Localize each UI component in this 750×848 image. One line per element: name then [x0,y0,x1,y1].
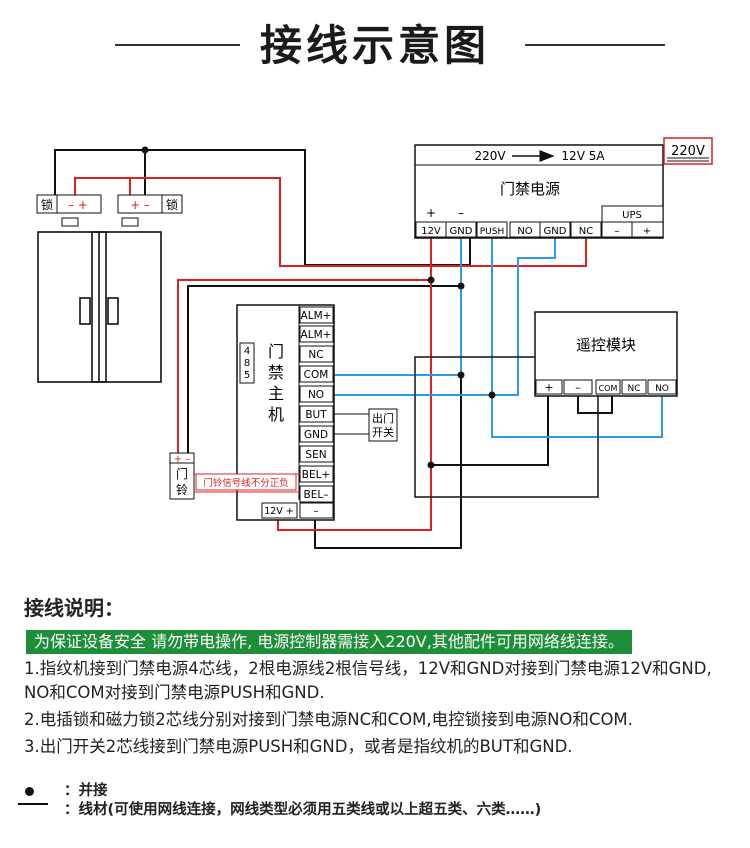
wiring-diagram: 锁 – + + – 锁 220V 12V 5A 门禁电源 + – UPS 12V [36,137,713,549]
svg-text:门: 门 [268,342,284,361]
double-door [37,231,162,383]
svg-text:220V: 220V [671,144,705,159]
svg-text:机: 机 [268,405,284,424]
svg-text:–: – [615,226,620,237]
wire-com-loop [577,395,613,414]
svg-text:禁: 禁 [268,363,284,382]
title-rule-left [115,44,240,46]
section-title: 接线说明： [24,596,124,620]
svg-text:–: – [314,506,319,517]
svg-text:BUT: BUT [305,409,327,421]
wire-line-icon [18,803,48,805]
svg-text:锁: 锁 [166,197,178,212]
wire-controller-gnd [187,285,461,455]
controller-terminals: ALM+ ALM+ NC COM NO BUT GND SEN BEL+ BEL… [299,306,334,503]
svg-text:主: 主 [268,384,284,403]
svg-text:锁: 锁 [41,197,53,212]
svg-text:–: – [575,381,581,394]
wire-push-blue [330,236,462,376]
svg-text:12V +: 12V + [264,506,294,517]
svg-text:+: + [544,381,553,394]
legend-parallel: ：并接 [64,783,108,799]
parallel-dot-icon [25,787,34,796]
remote-module: 遥控模块 + – COM NC NO [534,311,678,397]
svg-text:12V 5A: 12V 5A [561,149,605,163]
svg-text:COM: COM [599,384,618,393]
svg-text:出门: 出门 [372,411,394,425]
svg-text:+: + [426,206,436,220]
svg-text:4: 4 [244,346,250,357]
svg-text:+: + [643,226,651,237]
svg-text:遥控模块: 遥控模块 [576,336,636,354]
note-1b: NO和COM对接到门禁电源PUSH和GND. [24,683,325,702]
power-supply-name: 门禁电源 [500,180,560,198]
red-wires [74,177,587,531]
svg-text:NC: NC [579,226,593,237]
note-3: 3.出门开关2芯线接到门禁电源PUSH和GND，或者是指纹机的BUT和GND. [24,737,573,756]
svg-text:–: – [458,206,464,220]
svg-text:ALM+: ALM+ [301,310,332,322]
relay-box [414,356,599,498]
title-rule-right [525,44,665,46]
junction-dots [141,146,496,469]
svg-text:COM: COM [304,369,329,381]
page-title: 接线示意图 [259,21,490,70]
svg-text:NC: NC [308,349,323,361]
wire-push-blue2 [491,236,663,438]
svg-text:5: 5 [244,370,250,381]
svg-text:NO: NO [308,389,324,401]
wire-gnd-black [314,236,462,549]
note-2: 2.电插锁和磁力锁2芯线分别对接到门禁电源NC和COM,电控锁接到电源NO和CO… [24,710,633,729]
svg-text:BEL–: BEL– [304,489,329,501]
wire-push-gnd-loop [431,395,549,466]
lock-left: 锁 – + [36,194,102,227]
wire-top-black [54,149,471,266]
junction-dot [457,282,465,290]
junction-dot [427,461,435,469]
svg-text:PUSH: PUSH [480,227,505,237]
power-supply-terminals: 12V GND PUSH NO GND NC – + [415,221,664,238]
svg-text:GND: GND [304,429,328,441]
legend-wire: ：线材(可使用网线连接，网线类型必须用五类线或以上超五类、六类……) [64,802,542,818]
svg-text:GND: GND [450,226,473,237]
svg-text:GND: GND [544,226,567,237]
svg-text:+ –: + – [174,454,191,465]
svg-text:NO: NO [655,384,669,394]
controller-name: 门 禁 主 机 [268,342,284,424]
wire-lock-left-red [74,177,587,267]
svg-text:NC: NC [627,384,640,394]
note-1a: 1.指纹机接到门禁电源4芯线，2根电源线2根信号线，12V和GND对接到门禁电源… [24,659,712,678]
junction-dot [141,146,149,154]
svg-text:12V: 12V [421,226,441,237]
svg-text:UPS: UPS [622,210,642,221]
power-supply: 220V 12V 5A 门禁电源 + – UPS 12V GND PUSH NO… [414,144,664,239]
input-220v-label: 220V [663,137,713,165]
wire-doorbell-red [177,279,431,455]
warning-banner: 为保证设备安全 请勿带电操作, 电源控制器需接入220V,其他配件可用网络线连接… [26,630,632,654]
doorbell: + – 门 铃 门铃信号线不分正负 [169,452,300,500]
doorbell-note: 门铃信号线不分正负 [203,477,289,489]
svg-text:SEN: SEN [305,449,326,461]
lock-right: + – 锁 [117,194,183,227]
svg-text:铃: 铃 [176,482,188,497]
svg-text:– +: – + [68,198,88,212]
svg-text:门: 门 [176,466,188,481]
svg-text:开关: 开关 [372,425,394,439]
junction-dot [427,276,435,284]
black-wires [54,149,613,549]
svg-text:ALM+: ALM+ [301,329,332,341]
svg-text:8: 8 [244,358,250,369]
junction-dot [488,391,496,399]
svg-text:NO: NO [517,226,532,237]
svg-text:+ –: + – [130,198,150,212]
wire-12v-red [277,236,432,531]
svg-text:BEL+: BEL+ [302,469,331,481]
wire-no-blue [330,236,556,396]
svg-text:220V: 220V [474,149,506,163]
junction-dot [457,371,465,379]
exit-switch: 出门 开关 [334,408,398,442]
